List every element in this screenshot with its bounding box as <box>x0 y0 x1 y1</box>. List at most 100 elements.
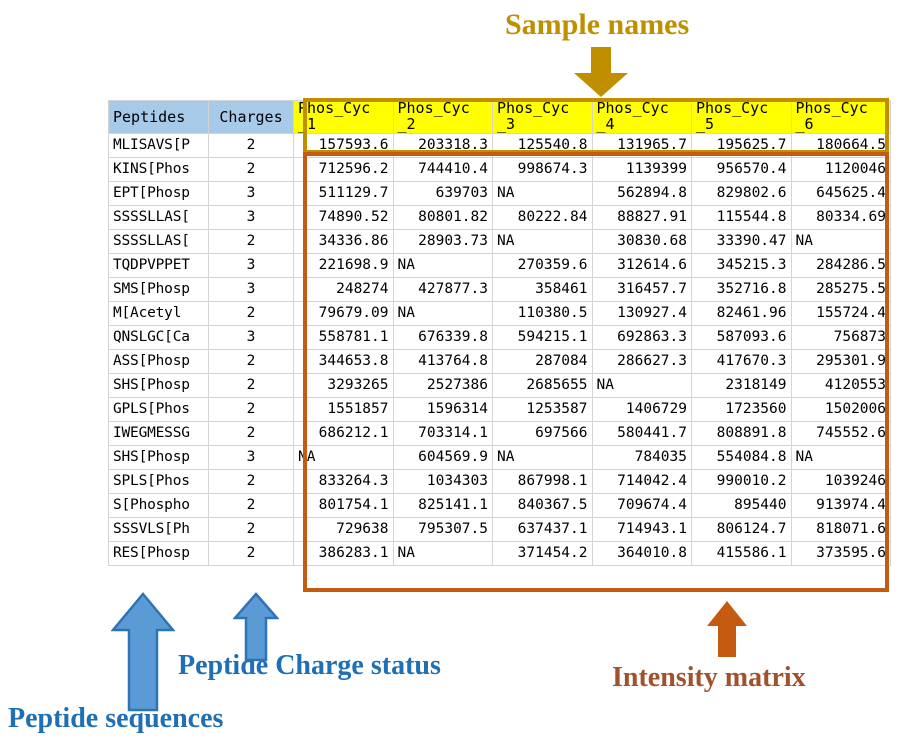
column-header-sample-5[interactable]: Phos_Cyc_5 <box>691 100 792 134</box>
column-header-sample-1[interactable]: Phos_Cyc_1 <box>293 100 394 134</box>
cell-intensity[interactable]: 34336.86 <box>293 228 394 254</box>
cell-intensity[interactable]: 386283.1 <box>293 540 394 566</box>
cell-intensity[interactable]: 115544.8 <box>691 204 792 230</box>
cell-intensity[interactable]: 554084.8 <box>691 444 792 470</box>
cell-intensity[interactable]: 80334.69 <box>790 204 891 230</box>
cell-intensity[interactable]: 284286.5 <box>790 252 891 278</box>
cell-peptide[interactable]: EPT[Phosp <box>108 180 209 206</box>
cell-intensity[interactable]: 895440 <box>691 492 792 518</box>
cell-intensity[interactable]: 125540.8 <box>492 132 593 158</box>
cell-intensity[interactable]: 3293265 <box>293 372 394 398</box>
cell-intensity[interactable]: 1723560 <box>691 396 792 422</box>
cell-peptide[interactable]: ASS[Phosp <box>108 348 209 374</box>
cell-intensity[interactable]: 558781.1 <box>293 324 394 350</box>
cell-intensity[interactable]: 295301.9 <box>790 348 891 374</box>
cell-intensity[interactable]: 358461 <box>492 276 593 302</box>
cell-intensity[interactable]: 709674.4 <box>591 492 692 518</box>
cell-intensity[interactable]: 157593.6 <box>293 132 394 158</box>
cell-intensity[interactable]: 270359.6 <box>492 252 593 278</box>
column-header-sample-4[interactable]: Phos_Cyc_4 <box>591 100 692 134</box>
cell-charge[interactable]: 2 <box>208 492 294 518</box>
cell-intensity[interactable]: 998674.3 <box>492 156 593 182</box>
cell-intensity[interactable]: NA <box>492 228 593 254</box>
cell-intensity[interactable]: 808891.8 <box>691 420 792 446</box>
cell-intensity[interactable]: 956570.4 <box>691 156 792 182</box>
cell-peptide[interactable]: M[Acetyl <box>108 300 209 326</box>
cell-intensity[interactable]: 1596314 <box>392 396 493 422</box>
cell-peptide[interactable]: GPLS[Phos <box>108 396 209 422</box>
cell-intensity[interactable]: 1253587 <box>492 396 593 422</box>
cell-charge[interactable]: 3 <box>208 180 294 206</box>
cell-intensity[interactable]: 1502006 <box>790 396 891 422</box>
cell-intensity[interactable]: 594215.1 <box>492 324 593 350</box>
cell-intensity[interactable]: 110380.5 <box>492 300 593 326</box>
cell-intensity[interactable]: 221698.9 <box>293 252 394 278</box>
cell-intensity[interactable]: 587093.6 <box>691 324 792 350</box>
cell-intensity[interactable]: NA <box>492 444 593 470</box>
cell-peptide[interactable]: RES[Phosp <box>108 540 209 566</box>
cell-peptide[interactable]: SHS[Phosp <box>108 372 209 398</box>
cell-intensity[interactable]: 82461.96 <box>691 300 792 326</box>
cell-charge[interactable]: 3 <box>208 444 294 470</box>
cell-intensity[interactable]: 352716.8 <box>691 276 792 302</box>
cell-intensity[interactable]: 345215.3 <box>691 252 792 278</box>
cell-peptide[interactable]: SHS[Phosp <box>108 444 209 470</box>
cell-peptide[interactable]: SSSVLS[Ph <box>108 516 209 542</box>
cell-intensity[interactable]: 344653.8 <box>293 348 394 374</box>
cell-intensity[interactable]: 248274 <box>293 276 394 302</box>
cell-intensity[interactable]: 712596.2 <box>293 156 394 182</box>
cell-intensity[interactable]: 180664.5 <box>790 132 891 158</box>
cell-intensity[interactable]: 371454.2 <box>492 540 593 566</box>
cell-peptide[interactable]: IWEGMESSG <box>108 420 209 446</box>
cell-intensity[interactable]: 604569.9 <box>392 444 493 470</box>
cell-intensity[interactable]: 130927.4 <box>591 300 692 326</box>
cell-intensity[interactable]: 1034303 <box>392 468 493 494</box>
cell-intensity[interactable]: 74890.52 <box>293 204 394 230</box>
cell-peptide[interactable]: QNSLGC[Ca <box>108 324 209 350</box>
cell-intensity[interactable]: 364010.8 <box>591 540 692 566</box>
cell-intensity[interactable]: 703314.1 <box>392 420 493 446</box>
cell-intensity[interactable]: 413764.8 <box>392 348 493 374</box>
cell-intensity[interactable]: 4120553 <box>790 372 891 398</box>
column-header-sample-6[interactable]: Phos_Cyc_6 <box>790 100 891 134</box>
cell-intensity[interactable]: 756873 <box>790 324 891 350</box>
cell-peptide[interactable]: SMS[Phosp <box>108 276 209 302</box>
cell-intensity[interactable]: 639703 <box>392 180 493 206</box>
cell-intensity[interactable]: 818071.6 <box>790 516 891 542</box>
cell-intensity[interactable]: 33390.47 <box>691 228 792 254</box>
cell-intensity[interactable]: 1139399 <box>591 156 692 182</box>
cell-intensity[interactable]: NA <box>392 252 493 278</box>
cell-intensity[interactable]: 990010.2 <box>691 468 792 494</box>
cell-peptide[interactable]: SSSSLLAS[ <box>108 228 209 254</box>
cell-intensity[interactable]: 744410.4 <box>392 156 493 182</box>
cell-intensity[interactable]: 287084 <box>492 348 593 374</box>
cell-intensity[interactable]: 195625.7 <box>691 132 792 158</box>
cell-charge[interactable]: 2 <box>208 156 294 182</box>
cell-charge[interactable]: 3 <box>208 324 294 350</box>
cell-charge[interactable]: 3 <box>208 204 294 230</box>
cell-intensity[interactable]: 1039246 <box>790 468 891 494</box>
cell-intensity[interactable]: 286627.3 <box>591 348 692 374</box>
cell-intensity[interactable]: 580441.7 <box>591 420 692 446</box>
cell-intensity[interactable]: 686212.1 <box>293 420 394 446</box>
cell-charge[interactable]: 2 <box>208 372 294 398</box>
cell-intensity[interactable]: 692863.3 <box>591 324 692 350</box>
cell-charge[interactable]: 2 <box>208 396 294 422</box>
cell-intensity[interactable]: 30830.68 <box>591 228 692 254</box>
cell-intensity[interactable]: 801754.1 <box>293 492 394 518</box>
cell-intensity[interactable]: 203318.3 <box>392 132 493 158</box>
cell-intensity[interactable]: 729638 <box>293 516 394 542</box>
cell-intensity[interactable]: 2527386 <box>392 372 493 398</box>
cell-intensity[interactable]: 697566 <box>492 420 593 446</box>
